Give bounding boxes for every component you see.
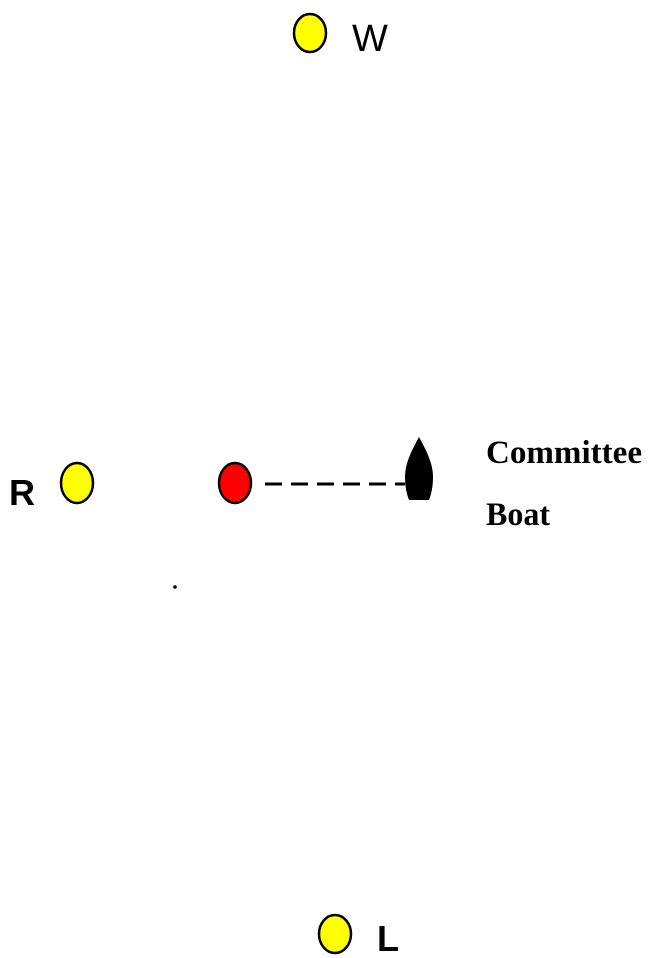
windward-buoy: [292, 12, 328, 54]
windward-mark: W: [292, 12, 388, 60]
leeward-buoy: [317, 913, 353, 955]
committee-boat-label-line2: Boat: [486, 497, 550, 533]
right-buoy: [59, 461, 95, 505]
committee-boat-label-line1: Committee: [486, 435, 642, 471]
committee-boat-icon: [405, 437, 433, 500]
pin-end-buoy: [217, 461, 253, 505]
leeward-mark-label: L: [377, 918, 399, 958]
right-mark-label: R: [9, 472, 35, 513]
right-mark: R: [9, 461, 95, 513]
leeward-mark: L: [317, 913, 399, 958]
windward-mark-label: W: [352, 18, 388, 60]
stray-dot: [173, 585, 177, 589]
